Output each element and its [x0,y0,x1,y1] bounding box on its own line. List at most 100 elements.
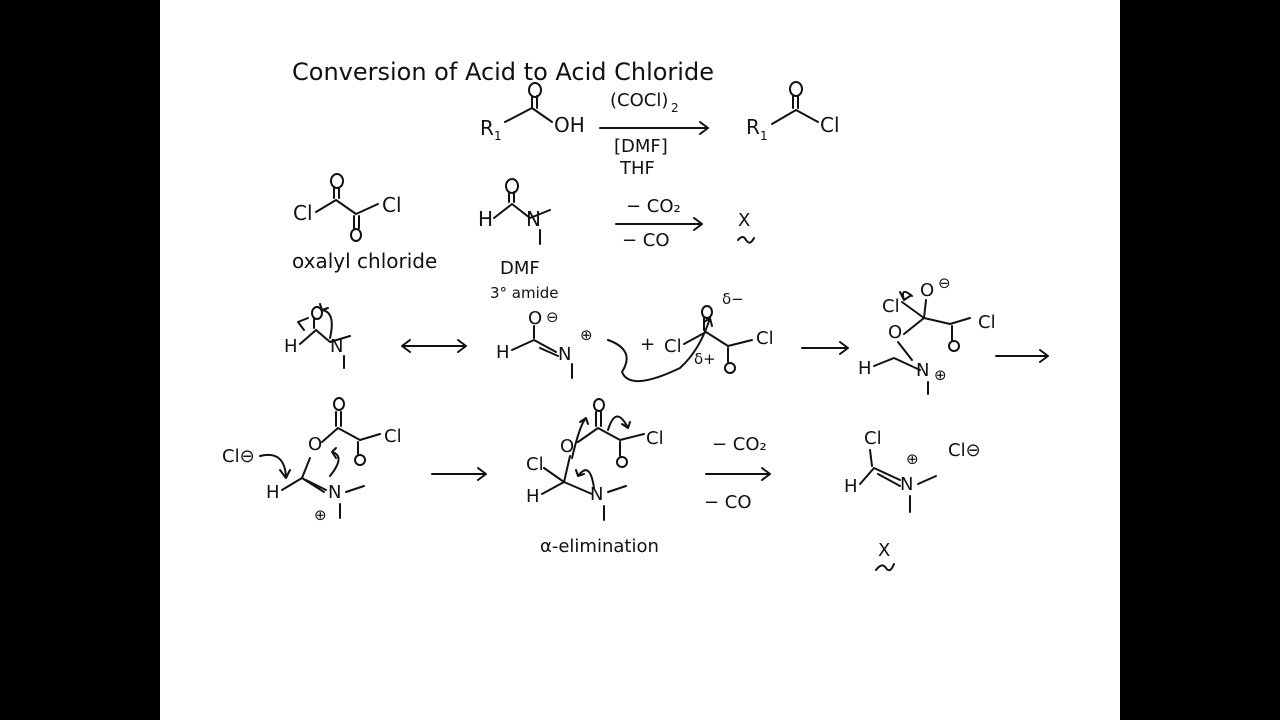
dmf-n: N [526,207,541,231]
oxalyl-oxygen-bottom [350,228,362,242]
acid-chloride-product: R 1 Cl [746,81,840,143]
r3b-h: H [496,342,510,363]
curved-arrow-collapse [899,290,913,301]
acid-oxygen-symbol [528,82,542,98]
r4-loss-co2: − CO₂ [712,434,767,455]
r3b-minus-charge: ⊖ [546,308,559,326]
loss-co2-label: − CO₂ [626,196,681,217]
r3-oxygen [311,306,323,320]
product-r-group: R [746,115,760,139]
r3c-oxygen-bottom [724,362,736,374]
r4-chloride-ion: Cl⊖ [222,446,255,467]
r4b-n: N [590,484,603,505]
curved-arrow-elimination-2 [607,415,631,431]
r3c-cl-left: Cl [664,336,682,357]
curved-arrow-elimination-3 [575,469,595,489]
reagent-oxalyl-sub: 2 [671,101,679,115]
dmf-structure: H N DMF 3° amide [478,178,559,302]
curved-arrow-lone-pair [319,303,333,339]
r3d-ether-oxygen: O [888,322,902,343]
oxalyl-bonds [315,199,379,215]
r4c-n: N [900,474,913,495]
r-subscript: 1 [494,129,502,143]
dmf-name: DMF [500,258,540,279]
reaction-arrow-row3-out [995,349,1049,363]
wavy-underline [737,236,755,244]
r4b-cl-right: Cl [646,428,664,449]
r3-h: H [284,336,298,357]
r4c-plus-charge: ⊕ [906,450,919,468]
oxalyl-chloride-electrophile: Cl δ− δ+ Cl [664,290,774,374]
r3d-h: H [858,358,872,379]
r4c-chloride-ion: Cl⊖ [948,440,981,461]
oxalyl-oxygen-top [330,173,344,189]
r4b-ether-o: O [560,436,574,457]
r4-not-product-mark: X [878,540,890,561]
curved-arrow-head-1 [297,317,309,331]
r3c-delta-minus: δ− [722,290,744,308]
alpha-elimination-intermediate: Cl H O Cl N [526,398,664,521]
reagent-solvent: THF [619,158,655,179]
loss-co-label: − CO [622,230,670,251]
reaction-arrow-row3 [801,341,849,355]
r4a-n: N [328,482,341,503]
r3b-oxygen: O [528,308,542,329]
product-oxygen-symbol [789,81,803,97]
page-title: Conversion of Acid to Acid Chloride [292,58,714,86]
resonance-arrow [401,339,467,353]
elimination-label: α-elimination [540,536,659,557]
r4c-h: H [844,476,858,497]
r4b-cl: Cl [526,454,544,475]
oxalyl-cl-left: Cl [293,201,313,225]
dmf-class: 3° amide [490,284,559,302]
r3c-delta-plus: δ+ [694,350,716,368]
r3d-n: N [916,360,929,381]
curved-arrow-iminium [329,447,340,477]
oxalyl-chloride-structure: Cl Cl oxalyl chloride [292,173,437,273]
r4c-cl: Cl [864,428,882,449]
product-bonds [771,109,819,125]
r3-n: N [330,336,343,357]
iminium-oxyester: H N ⊕ O Cl [266,397,402,524]
r3d-oxygen-bottom [948,340,960,352]
mechanism-drawing: Conversion of Acid to Acid Chloride R 1 … [222,58,1049,572]
reaction-arrow-1 [599,121,709,135]
r4b-oxygen-bottom [616,456,628,468]
r3d-cl: Cl [882,296,900,317]
r3b-plus-charge: ⊕ [580,326,593,344]
dmf-resonance-right: H O ⊖ N ⊕ [496,308,593,379]
hydroxyl-label: OH [554,113,585,137]
whiteboard: Conversion of Acid to Acid Chloride R 1 … [160,0,1120,720]
r3-plus-sign: + [640,334,655,355]
r4-wavy-underline [875,563,895,572]
dmf-oxygen [505,178,519,194]
reaction-arrow-row4b [705,467,771,481]
r4a-plus-charge: ⊕ [314,506,327,524]
oxalyl-name: oxalyl chloride [292,249,437,273]
vilsmeier-reagent: Cl H N ⊕ Cl⊖ [844,428,981,513]
r3c-oxygen-top [701,305,713,319]
r3c-cl-right: Cl [756,328,774,349]
product-chloride: Cl [820,113,840,137]
r4a-oxygen-top [333,397,345,411]
r4-loss-co: − CO [704,492,752,513]
oxalyl-cl-right: Cl [382,193,402,217]
reagent-dmf-catalyst: [DMF] [614,136,668,157]
dmf-resonance-left: H N [284,303,351,369]
product-r-subscript: 1 [760,129,768,143]
chloride-attack-arrow [259,454,291,479]
r4a-cl: Cl [384,426,402,447]
r4a-h: H [266,482,280,503]
dmf-bonds [493,203,551,219]
decomposition-arrow [615,217,703,231]
curved-arrow-elimination-1 [571,417,589,459]
reaction-arrow-row4a [431,467,487,481]
reagent-oxalyl: (COCl) [610,90,668,111]
r4b-h: H [526,486,540,507]
r-group-label: R [480,116,494,140]
acid-bonds [504,107,553,123]
dmf-h: H [478,207,493,231]
r3d-minus-charge: ⊖ [938,274,951,292]
r3d-plus-charge: ⊕ [934,366,947,384]
carboxylic-acid: R 1 OH [480,82,585,143]
